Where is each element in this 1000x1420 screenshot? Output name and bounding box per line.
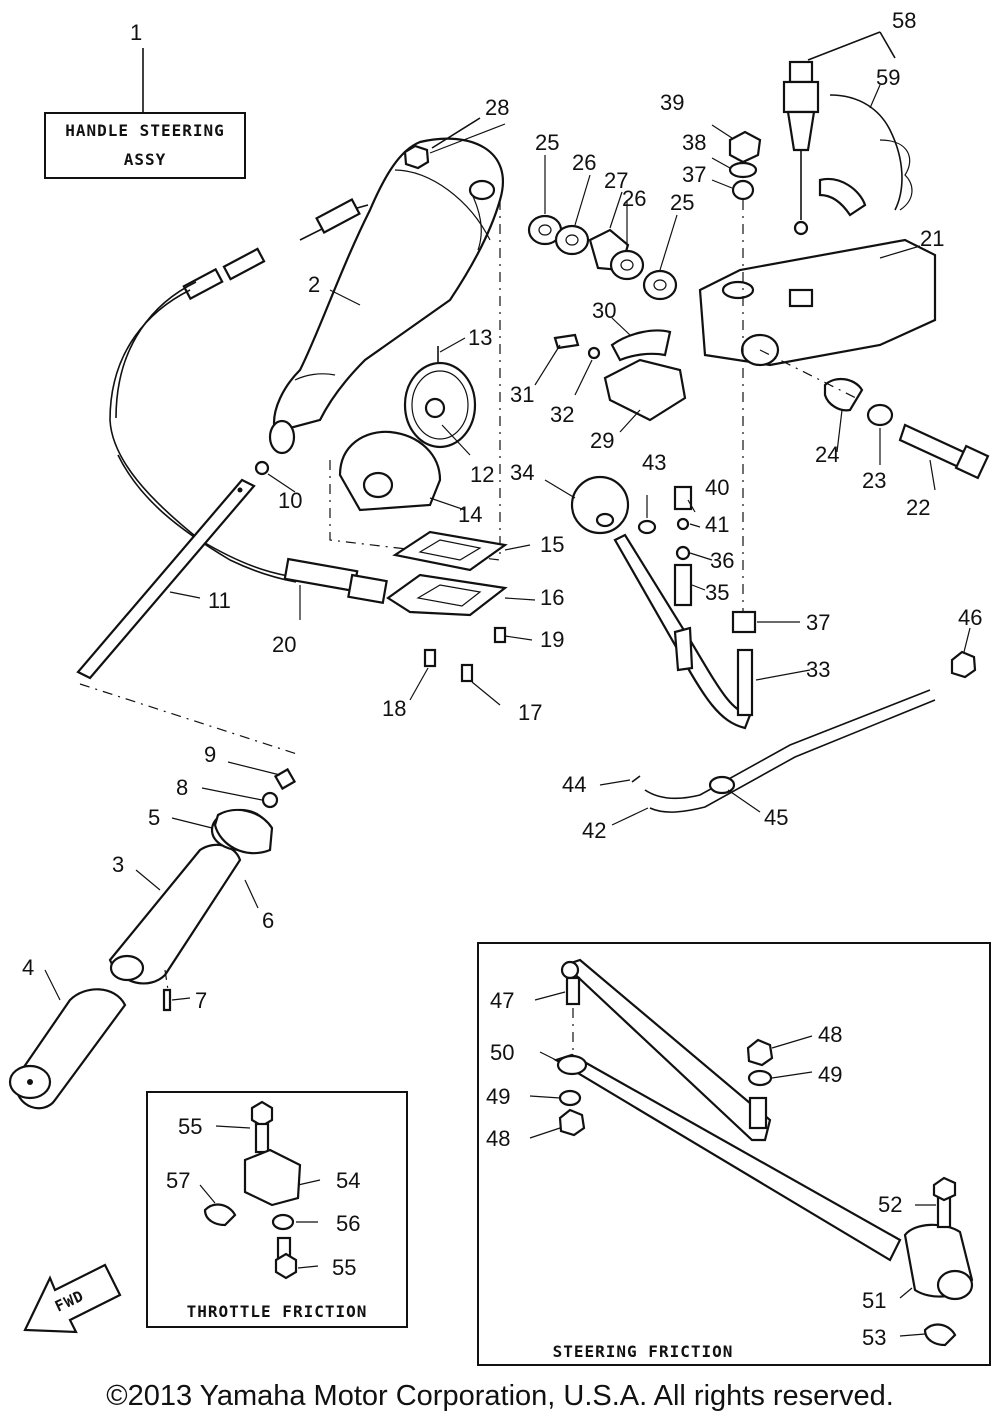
callout-19: 19 [540,627,564,652]
callout-32: 32 [550,402,574,427]
callout-29: 29 [590,428,614,453]
callout-55a: 55 [178,1114,202,1139]
callout-23: 23 [862,468,886,493]
inset-throttle-friction: THROTTLE FRICTION [146,1091,408,1328]
callout-49b: 49 [486,1084,510,1109]
callout-42: 42 [582,818,606,843]
callout-35: 35 [705,580,729,605]
callout-22: 22 [906,495,930,520]
callout-25b: 25 [670,190,694,215]
part-kill-switch [782,60,913,236]
callout-15: 15 [540,532,564,557]
callout-56: 56 [336,1211,360,1236]
callout-2: 2 [308,272,320,297]
callout-45: 45 [764,805,788,830]
callout-41: 41 [705,512,729,537]
part-throttle-cable [109,198,369,583]
callout-47: 47 [490,988,514,1013]
callout-44: 44 [562,772,586,797]
callout-59: 59 [876,65,900,90]
callout-51: 51 [862,1288,886,1313]
title-line-2: ASSY [124,150,167,169]
part-washer-stack [527,214,678,301]
callout-1: 1 [130,20,142,45]
callout-18: 18 [382,696,406,721]
part-plate-lower [386,573,508,617]
callout-49a: 49 [818,1062,842,1087]
part-friction-gear [403,346,477,449]
callout-53: 53 [862,1325,886,1350]
callout-58: 58 [892,8,916,33]
throttle-friction-caption: THROTTLE FRICTION [187,1302,368,1321]
callout-25a: 25 [535,130,559,155]
callout-50: 50 [490,1040,514,1065]
callout-16: 16 [540,585,564,610]
title-box: HANDLE STEERING ASSY [44,112,246,179]
callout-13: 13 [468,325,492,350]
callout-52: 52 [878,1192,902,1217]
callout-labels: 1 2 3 4 5 6 7 8 9 10 11 12 13 14 15 16 1… [22,8,982,1350]
callout-37a: 37 [682,162,706,187]
callout-54: 54 [336,1168,360,1193]
leader-lines [44,84,971,1337]
copyright-notice: ©2013 Yamaha Motor Corporation, U.S.A. A… [106,1380,894,1412]
callout-40: 40 [705,475,729,500]
part-handle-body [268,137,504,455]
parts-diagram: HANDLE STEERING ASSY [8,8,991,1366]
part-throttle-shaft [76,478,256,680]
callout-4: 4 [22,955,34,980]
inset-steering-friction: STEERING FRICTION [477,942,991,1366]
callout-34: 34 [510,460,534,485]
callout-11: 11 [208,588,231,613]
callout-30: 30 [592,298,616,323]
part-gear-cover [338,430,442,512]
callout-26b: 26 [622,186,646,211]
part-grip-sleeve [210,808,274,855]
callout-8: 8 [176,775,188,800]
callout-3: 3 [112,852,124,877]
callout-26a: 26 [572,150,596,175]
part-cable-lower [283,557,388,605]
part-bracket [698,238,937,367]
steering-friction-caption: STEERING FRICTION [553,1342,734,1361]
callout-39: 39 [660,90,684,115]
callout-21: 21 [920,226,944,251]
callout-7: 7 [195,988,207,1013]
part-grip-rubber [8,988,127,1110]
callout-37b: 37 [806,610,830,635]
callout-9: 9 [204,742,216,767]
callout-48a: 48 [818,1022,842,1047]
callout-17: 17 [518,700,542,725]
callout-33: 33 [806,657,830,682]
callout-28: 28 [485,95,509,120]
callout-10: 10 [278,488,302,513]
callout-27: 27 [604,168,628,193]
callout-20: 20 [272,632,296,657]
callout-5: 5 [148,805,160,830]
callout-36: 36 [710,548,734,573]
callout-55b: 55 [332,1255,356,1280]
part-throttle-grip [108,843,242,985]
callout-38: 38 [682,130,706,155]
callout-57: 57 [166,1168,190,1193]
callout-12: 12 [470,462,494,487]
callout-14: 14 [458,502,482,527]
callout-48b: 48 [486,1126,510,1151]
part-shift-lever [570,475,752,730]
callout-24: 24 [815,442,839,467]
callout-31: 31 [510,382,534,407]
callout-43: 43 [642,450,666,475]
callout-6: 6 [262,908,274,933]
part-plate-upper [392,530,508,572]
fwd-arrow-icon: FWD [23,1263,122,1334]
title-line-1: HANDLE STEERING [65,121,225,140]
callout-46: 46 [958,605,982,630]
